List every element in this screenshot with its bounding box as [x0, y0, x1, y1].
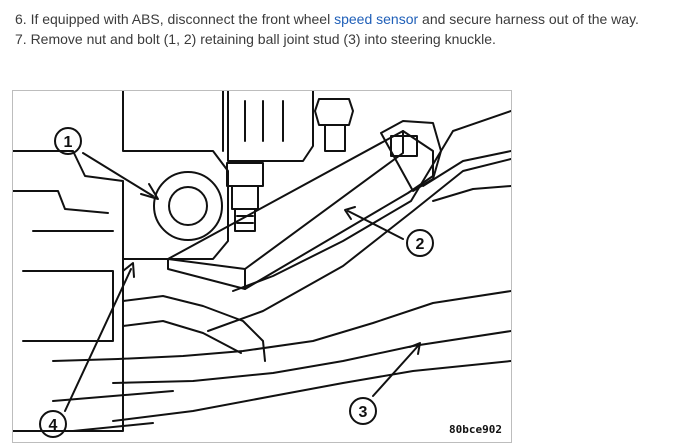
callout-labels: 1 2 3 4 — [49, 134, 425, 434]
callout-1: 1 — [64, 134, 73, 151]
figure-id: 80bce902 — [449, 423, 502, 436]
callout-2: 2 — [416, 236, 425, 253]
instruction-steps: 6. If equipped with ABS, disconnect the … — [15, 9, 639, 49]
callout-3: 3 — [359, 404, 368, 421]
step-6-text-start: 6. If equipped with ABS, disconnect the … — [15, 11, 335, 27]
step-6-text-end: and secure harness out of the way. — [418, 11, 639, 27]
ball-joint-drawing — [13, 91, 511, 438]
speed-sensor-link[interactable]: speed sensor — [334, 11, 419, 27]
step-7: 7. Remove nut and bolt (1, 2) retaining … — [15, 31, 496, 47]
callout-4: 4 — [49, 417, 58, 434]
ball-joint-illustration: 1 2 3 4 80bce902 — [12, 90, 512, 443]
step-6: 6. If equipped with ABS, disconnect the … — [15, 9, 639, 29]
